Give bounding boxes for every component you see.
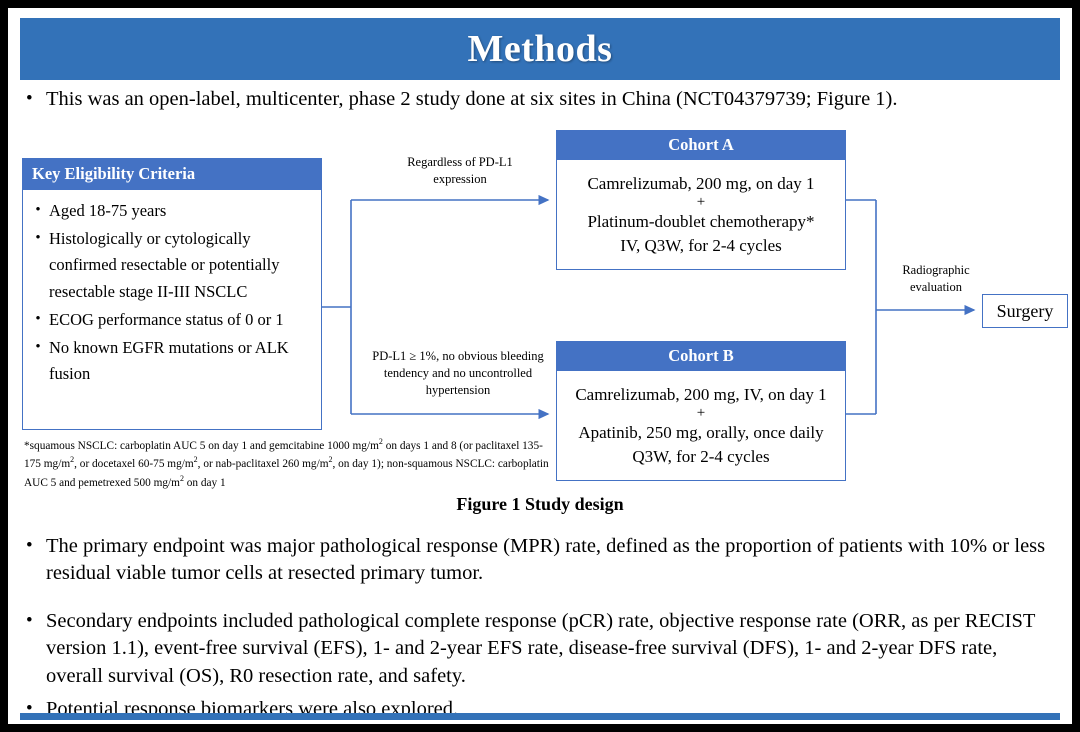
bullet-marker: • bbox=[26, 535, 33, 556]
footnote-seg: , on day 1); non-squamous NSCLC: carbopl… bbox=[24, 458, 549, 489]
bullet-secondary-text: Secondary endpoints included pathologica… bbox=[46, 610, 1036, 687]
connector-lines bbox=[322, 194, 976, 420]
page-title: Methods bbox=[467, 28, 613, 70]
bullet-marker: • bbox=[35, 338, 41, 355]
eligibility-box: Key Eligibility Criteria • Aged 18-75 ye… bbox=[22, 158, 322, 430]
cohort-a-plus: + bbox=[696, 194, 706, 211]
footnote-sup: 2 bbox=[328, 455, 333, 465]
bullet-marker: • bbox=[26, 610, 33, 631]
eligibility-item-label: ECOG performance status of 0 or 1 bbox=[49, 309, 284, 329]
eligibility-item: • Histologically or cytologically confir… bbox=[27, 226, 315, 306]
cohort-a-body: Camrelizumab, 200 mg, on day 1 + Platinu… bbox=[556, 160, 846, 270]
cohort-a-header: Cohort A bbox=[556, 130, 846, 160]
slide-title-bar: Methods bbox=[20, 18, 1060, 80]
cohort-a-line-2: Platinum-doublet chemotherapy* bbox=[587, 212, 815, 232]
eligibility-item: • No known EGFR mutations or ALK fusion bbox=[27, 335, 315, 388]
figure-caption: Figure 1 Study design bbox=[456, 494, 624, 514]
eligibility-header: Key Eligibility Criteria bbox=[22, 158, 322, 190]
footnote-seg: , or docetaxel 60-75 mg/m bbox=[74, 458, 194, 471]
footnote-sup: 2 bbox=[179, 473, 184, 483]
bullet-marker: • bbox=[26, 698, 33, 719]
cohort-a-line-1: Camrelizumab, 200 mg, on day 1 bbox=[587, 173, 815, 193]
cohort-a-box: Cohort A Camrelizumab, 200 mg, on day 1 … bbox=[556, 130, 846, 270]
bottom-accent-bar bbox=[20, 713, 1060, 720]
footnote-seg: , or nab-paclitaxel 260 mg/m bbox=[197, 458, 329, 471]
bullet-primary-text: The primary endpoint was major pathologi… bbox=[46, 535, 1046, 585]
eligibility-body: • Aged 18-75 years • Histologically or c… bbox=[22, 190, 322, 430]
footnote-seg: *squamous NSCLC: carboplatin AUC 5 on da… bbox=[24, 439, 379, 452]
label-radiographic-evaluation: Radiographic evaluation bbox=[902, 263, 970, 294]
bullet-marker: • bbox=[35, 229, 41, 246]
cohort-b-header: Cohort B bbox=[556, 341, 846, 371]
eligibility-item: • Aged 18-75 years bbox=[27, 198, 315, 225]
cohort-b-line-3: Q3W, for 2-4 cycles bbox=[632, 446, 770, 466]
study-design-figure: Key Eligibility Criteria • Aged 18-75 ye… bbox=[8, 126, 1072, 526]
figure-footnote: *squamous NSCLC: carboplatin AUC 5 on da… bbox=[24, 436, 552, 491]
bullet-intro: • This was an open-label, multicenter, p… bbox=[26, 86, 1056, 113]
eligibility-item: • ECOG performance status of 0 or 1 bbox=[27, 307, 315, 334]
eligibility-item-label: No known EGFR mutations or ALK fusion bbox=[49, 337, 289, 384]
footnote-sup: 2 bbox=[70, 455, 75, 465]
label-regardless-pdl1: Regardless of PD-L1 expression bbox=[407, 155, 513, 186]
cohort-a-line-3: IV, Q3W, for 2-4 cycles bbox=[620, 235, 782, 255]
bullet-intro-text: This was an open-label, multicenter, pha… bbox=[46, 88, 898, 110]
label-pdl1-criteria: PD-L1 ≥ 1%, no obvious bleeding tendency… bbox=[372, 349, 544, 397]
cohort-b-line-1: Camrelizumab, 200 mg, IV, on day 1 bbox=[575, 384, 827, 404]
slide-canvas: Methods • This was an open-label, multic… bbox=[8, 8, 1072, 724]
eligibility-item-label: Histologically or cytologically confirme… bbox=[49, 228, 280, 302]
footnote-seg: on day 1 bbox=[183, 476, 226, 489]
footnote-sup: 2 bbox=[193, 455, 198, 465]
bullet-marker: • bbox=[26, 88, 33, 109]
bullet-marker: • bbox=[35, 310, 41, 327]
cohort-b-line-2: Apatinib, 250 mg, orally, once daily bbox=[578, 423, 824, 443]
bullet-secondary-endpoints: • Secondary endpoints included pathologi… bbox=[26, 608, 1058, 690]
cohort-b-plus: + bbox=[696, 405, 706, 422]
footnote-seg: on days 1 and 8 (or paclitaxel 135-175 m… bbox=[24, 439, 543, 471]
surgery-box: Surgery bbox=[982, 294, 1068, 328]
footnote-sup: 2 bbox=[378, 437, 383, 446]
bullet-primary-endpoint: • The primary endpoint was major patholo… bbox=[26, 533, 1056, 588]
bullet-marker: • bbox=[35, 202, 41, 218]
eligibility-item-label: Aged 18-75 years bbox=[49, 201, 167, 220]
cohort-b-body: Camrelizumab, 200 mg, IV, on day 1 + Apa… bbox=[556, 371, 846, 481]
cohort-b-box: Cohort B Camrelizumab, 200 mg, IV, on da… bbox=[556, 341, 846, 481]
